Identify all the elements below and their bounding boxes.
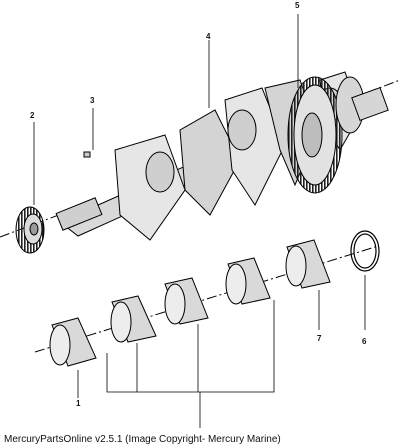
main-bearing xyxy=(110,295,157,343)
main-bearings xyxy=(49,239,331,367)
main-bearing xyxy=(164,277,209,325)
main-bearing xyxy=(285,239,331,289)
callout-2: 2 xyxy=(30,111,35,120)
callout-7: 7 xyxy=(317,334,322,343)
copyright-caption: MercuryPartsOnline v2.5.1 (Image Copyrig… xyxy=(4,434,281,445)
main-bearing xyxy=(225,257,271,305)
callout-4: 4 xyxy=(206,32,211,41)
crankshaft-rear-end xyxy=(335,76,389,134)
crankshaft-gear xyxy=(287,76,343,194)
leader-lines xyxy=(33,14,366,428)
timing-gear xyxy=(15,206,45,254)
key-pin xyxy=(83,151,91,158)
thrust-washer xyxy=(350,230,380,272)
callout-3: 3 xyxy=(90,96,95,105)
exploded-parts-diagram: 1 2 3 4 5 6 7 xyxy=(0,1,400,428)
callout-1: 1 xyxy=(76,399,81,408)
callout-6: 6 xyxy=(362,337,367,346)
callout-5: 5 xyxy=(295,1,300,10)
main-bearing xyxy=(49,317,97,367)
